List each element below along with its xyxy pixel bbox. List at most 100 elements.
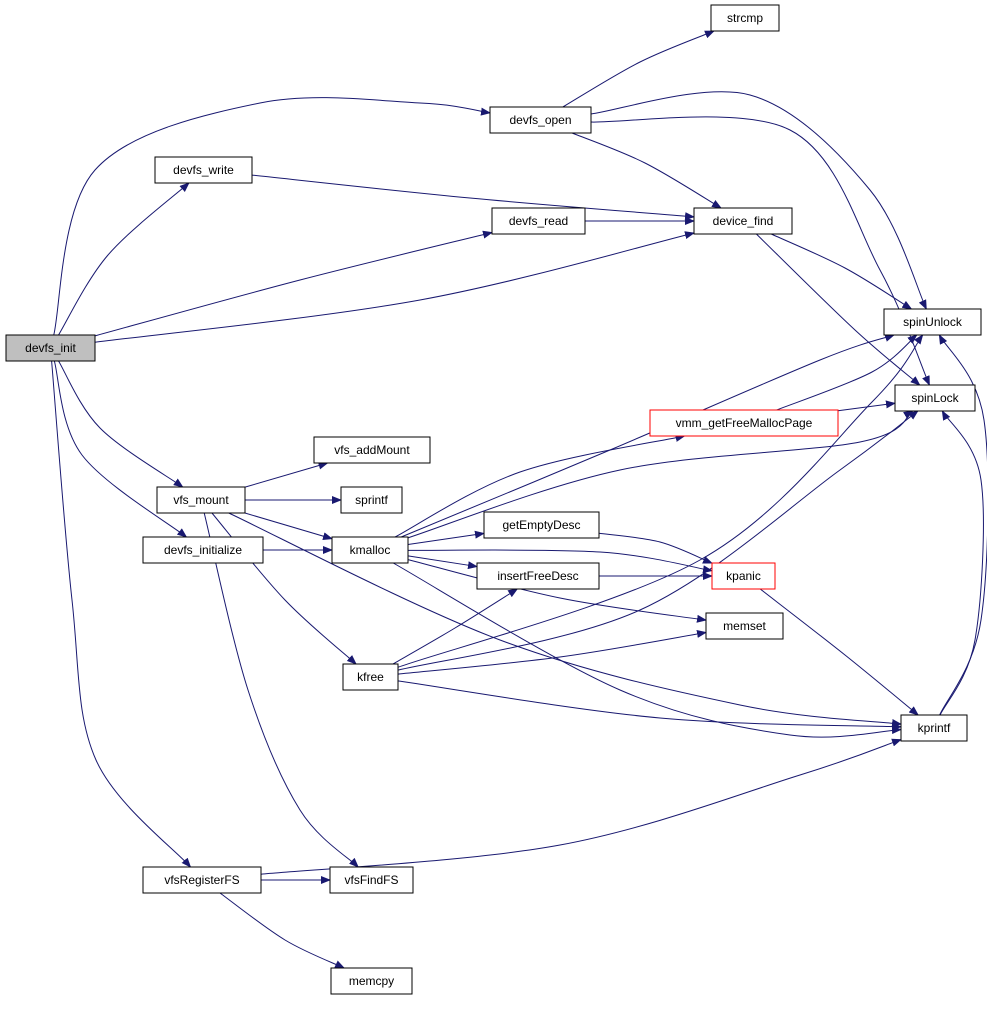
edge-vfs_mount-to-kfree <box>211 512 357 665</box>
node-label-memcpy: memcpy <box>349 974 394 988</box>
node-label-memset: memset <box>723 619 766 633</box>
node-insertFreeDesc[interactable]: insertFreeDesc <box>476 562 600 590</box>
edge-vfs_mount-to-kprintf <box>228 512 902 728</box>
edge-kmalloc-to-insertFreeDesc <box>407 555 478 570</box>
node-spinUnlock[interactable]: spinUnlock <box>883 308 982 336</box>
node-memcpy[interactable]: memcpy <box>330 967 413 995</box>
edge-getEmptyDesc-to-kpanic <box>598 532 713 564</box>
node-label-spinUnlock: spinUnlock <box>903 315 963 329</box>
node-label-vfsFindFS: vfsFindFS <box>344 873 398 887</box>
node-kfree[interactable]: kfree <box>342 663 399 691</box>
node-label-devfs_open: devfs_open <box>509 113 571 127</box>
edge-kmalloc-to-kprintf <box>392 562 902 738</box>
edge-kmalloc-to-kpanic <box>407 549 713 574</box>
node-label-devfs_initialize: devfs_initialize <box>164 543 242 557</box>
node-label-devfs_write: devfs_write <box>173 163 234 177</box>
node-label-getEmptyDesc: getEmptyDesc <box>502 518 580 532</box>
edge-kmalloc-to-memset <box>407 559 707 623</box>
node-vfsFindFS[interactable]: vfsFindFS <box>329 866 414 894</box>
edge-devfs_init-to-vfsRegisterFS <box>51 360 192 868</box>
edge-device_find-to-spinUnlock <box>771 233 913 310</box>
node-box-spinUnlock[interactable] <box>883 308 982 336</box>
edge-kpanic-to-kprintf <box>759 588 919 716</box>
node-spinLock[interactable]: spinLock <box>894 384 976 412</box>
node-box-vfs_mount[interactable] <box>156 486 246 514</box>
node-label-vfs_mount: vfs_mount <box>173 493 229 507</box>
edge-layer <box>51 30 987 969</box>
node-label-kprintf: kprintf <box>918 721 951 735</box>
edge-kfree-to-memset <box>397 630 707 675</box>
node-strcmp[interactable]: strcmp <box>710 4 780 32</box>
node-devfs_read[interactable]: devfs_read <box>491 207 586 235</box>
node-box-strcmp[interactable] <box>710 4 780 32</box>
edge-devfs_init-to-devfs_write <box>58 182 190 336</box>
node-box-devfs_init[interactable] <box>5 334 96 362</box>
node-devfs_open[interactable]: devfs_open <box>489 106 592 134</box>
edge-vfsRegisterFS-to-memcpy <box>219 892 345 969</box>
node-box-sprintf[interactable] <box>340 486 403 514</box>
node-box-vfs_addMount[interactable] <box>313 436 431 464</box>
edge-device_find-to-spinLock <box>756 233 921 386</box>
node-label-devfs_init: devfs_init <box>25 341 76 355</box>
edge-devfs_init-to-devfs_read <box>94 230 493 337</box>
node-box-devfs_open[interactable] <box>489 106 592 134</box>
node-vfsRegisterFS[interactable]: vfsRegisterFS <box>142 866 262 894</box>
node-box-devfs_initialize[interactable] <box>142 536 264 564</box>
node-label-devfs_read: devfs_read <box>509 214 568 228</box>
node-getEmptyDesc[interactable]: getEmptyDesc <box>483 511 600 539</box>
edge-vfsRegisterFS-to-kprintf <box>260 738 902 875</box>
node-device_find[interactable]: device_find <box>693 207 793 235</box>
node-memset[interactable]: memset <box>705 612 784 640</box>
node-sprintf[interactable]: sprintf <box>340 486 403 514</box>
node-box-memset[interactable] <box>705 612 784 640</box>
edge-kprintf-to-spinUnlock <box>938 334 987 716</box>
node-box-kprintf[interactable] <box>900 714 968 742</box>
edge-kmalloc-to-getEmptyDesc <box>407 530 485 545</box>
edge-devfs_init-to-vfs_mount <box>58 360 184 488</box>
edge-kfree-to-spinUnlock <box>397 334 924 668</box>
node-label-kfree: kfree <box>357 670 384 684</box>
node-devfs_initialize[interactable]: devfs_initialize <box>142 536 264 564</box>
node-kpanic[interactable]: kpanic <box>711 562 776 590</box>
node-box-insertFreeDesc[interactable] <box>476 562 600 590</box>
node-box-device_find[interactable] <box>693 207 793 235</box>
node-label-insertFreeDesc: insertFreeDesc <box>497 569 578 583</box>
edge-devfs_open-to-spinUnlock <box>590 91 927 310</box>
node-box-vmm_getFreeMallocPage[interactable] <box>649 409 839 437</box>
node-box-devfs_write[interactable] <box>154 156 253 184</box>
edge-devfs_open-to-strcmp <box>562 30 715 108</box>
node-label-vmm_getFreeMallocPage: vmm_getFreeMallocPage <box>676 416 813 430</box>
node-box-kpanic[interactable] <box>711 562 776 590</box>
node-box-kfree[interactable] <box>342 663 399 691</box>
edge-vmm_getFreeMallocPage-to-spinLock <box>837 400 896 412</box>
node-devfs_init[interactable]: devfs_init <box>5 334 96 362</box>
node-box-kmalloc[interactable] <box>331 536 409 564</box>
node-label-device_find: device_find <box>713 214 774 228</box>
node-box-devfs_read[interactable] <box>491 207 586 235</box>
node-vfs_addMount[interactable]: vfs_addMount <box>313 436 431 464</box>
edge-kmalloc-to-spinLock <box>407 410 914 539</box>
node-label-vfs_addMount: vfs_addMount <box>334 443 410 457</box>
edge-devfs_init-to-device_find <box>94 231 695 343</box>
node-box-spinLock[interactable] <box>894 384 976 412</box>
node-label-sprintf: sprintf <box>355 493 388 507</box>
edge-vfs_mount-to-vfs_addMount <box>244 461 329 488</box>
node-kmalloc[interactable]: kmalloc <box>331 536 409 564</box>
edge-devfs_open-to-spinLock <box>590 116 930 386</box>
edge-vfs_mount-to-vfsFindFS <box>203 512 359 868</box>
edge-vfs_mount-to-kmalloc <box>244 512 333 541</box>
node-box-getEmptyDesc[interactable] <box>483 511 600 539</box>
edge-devfs_write-to-device_find <box>251 174 695 221</box>
node-box-vfsFindFS[interactable] <box>329 866 414 894</box>
node-box-vfsRegisterFS[interactable] <box>142 866 262 894</box>
node-vfs_mount[interactable]: vfs_mount <box>156 486 246 514</box>
node-kprintf[interactable]: kprintf <box>900 714 968 742</box>
node-vmm_getFreeMallocPage[interactable]: vmm_getFreeMallocPage <box>649 409 839 437</box>
edge-devfs_init-to-devfs_initialize <box>53 360 188 538</box>
node-devfs_write[interactable]: devfs_write <box>154 156 253 184</box>
edge-kfree-to-insertFreeDesc <box>392 588 519 665</box>
node-label-kmalloc: kmalloc <box>350 543 391 557</box>
node-box-memcpy[interactable] <box>330 967 413 995</box>
